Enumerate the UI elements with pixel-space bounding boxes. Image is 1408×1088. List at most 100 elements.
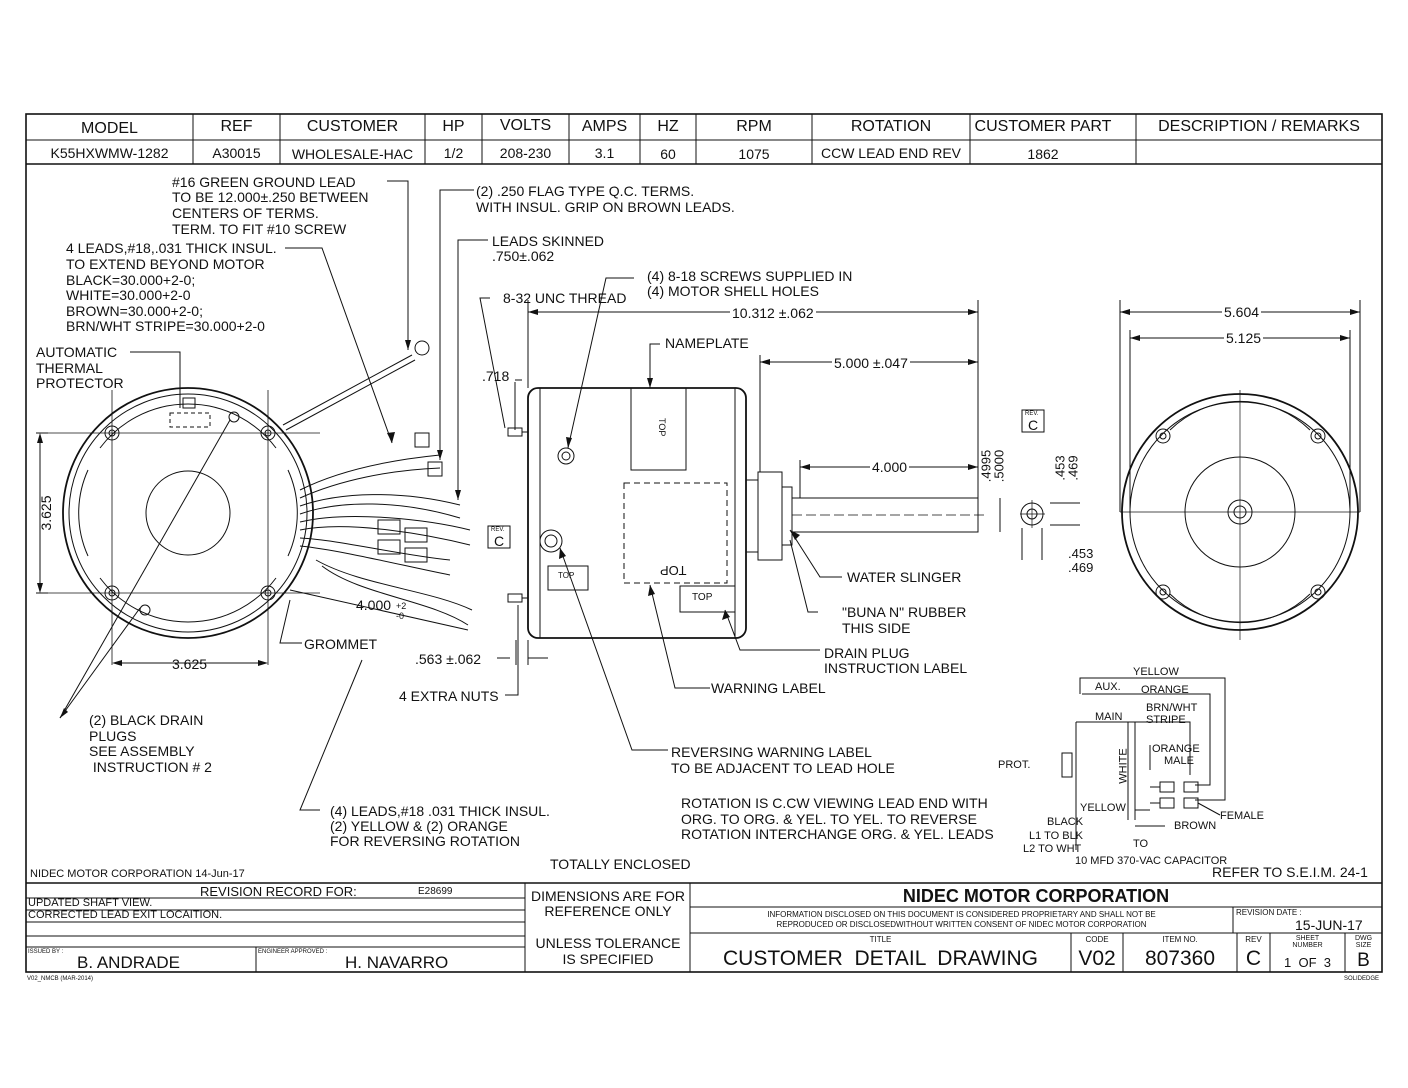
note-flag-2: WITH INSUL. GRIP ON BROWN LEADS. [476, 199, 735, 215]
ecn-number: E28699 [418, 886, 453, 897]
wire-female: FEMALE [1220, 810, 1265, 822]
label-top-nameplate: TOP [657, 418, 667, 437]
value-model: K55HXWMW-1282 [50, 145, 169, 161]
unless-1: UNLESS TOLERANCE [535, 935, 681, 951]
note-reversing-2: TO BE ADJACENT TO LEAD HOLE [671, 760, 895, 776]
dim-563: .563 ±.062 [415, 651, 482, 667]
dwg-size: B [1357, 950, 1370, 971]
disclaimer-1: INFORMATION DISCLOSED ON THIS DOCUMENT I… [767, 910, 1156, 919]
revision-date: 15-JUN-17 [1295, 917, 1363, 933]
header-hz: HZ [657, 118, 679, 135]
value-rpm: 1075 [738, 146, 770, 162]
wire-main: MAIN [1095, 711, 1123, 723]
dim-3625-vertical: 3.625 [38, 495, 54, 531]
footer-template: V02_NMCB (MAR-2014) [27, 976, 94, 982]
dims-ref-1: DIMENSIONS ARE FOR [530, 888, 686, 904]
note-rotation-1: ROTATION IS C.CW VIEWING LEAD END WITH [681, 795, 988, 811]
value-amps: 3.1 [594, 145, 615, 161]
note-leads-2: TO EXTEND BEYOND MOTOR [66, 256, 265, 272]
note-skinned-1: LEADS SKINNED [492, 233, 605, 249]
engineer: H. NAVARRO [345, 953, 449, 972]
value-hz: 60 [660, 146, 676, 162]
value-volts: 208-230 [499, 145, 552, 161]
dim-4000-shaft: 4.000 [870, 459, 910, 475]
rev-marker-label-2: REV. [1025, 411, 1039, 417]
note-flag-1: (2) .250 FLAG TYPE Q.C. TERMS. [476, 183, 695, 199]
sheet-label-1: SHEET [1295, 935, 1320, 942]
label-top-mirrored: TOP [660, 563, 687, 578]
rev-marker-label-1: REV. [491, 527, 505, 533]
note-rotation-2: ORG. TO ORG. & YEL. TO YEL. TO REVERSE [681, 811, 977, 827]
note-ground-lead-2: TO BE 12.000±.250 BETWEEN [172, 189, 369, 205]
wire-orange: ORANGE [1141, 684, 1189, 696]
value-customer: WHOLESALE-HAC [291, 146, 414, 162]
wire-prot: PROT. [998, 759, 1031, 771]
label-top-small: TOP [558, 571, 575, 580]
dim-4000-tol-minus: -0 [396, 611, 405, 621]
dim-453: .453 [1068, 546, 1094, 561]
revision-1: UPDATED SHAFT VIEW. [28, 897, 153, 909]
note-protector-2: THERMAL [36, 360, 103, 376]
wire-brn-wht-2: STRIPE [1146, 714, 1186, 726]
sheet-label-2: NUMBER [1292, 942, 1323, 949]
note-buna-2: THIS SIDE [842, 620, 911, 636]
header-rpm: RPM [736, 118, 772, 135]
note-grommet: GROMMET [304, 636, 378, 652]
note-skinned-2: .750±.062 [492, 248, 555, 264]
corp-date: NIDEC MOTOR CORPORATION 14-Jun-17 [30, 868, 245, 880]
header-ref: REF [220, 118, 253, 135]
value-rotation: CCW LEAD END REV [820, 145, 962, 161]
header-hp: HP [442, 118, 465, 135]
issued-by-label: ISSUED BY : [28, 949, 64, 955]
wire-to: TO [1133, 838, 1149, 850]
header-model: MODEL [81, 120, 138, 137]
note-extra-nuts: 4 EXTRA NUTS [399, 688, 499, 704]
dim-5604: 5.604 [1222, 304, 1262, 320]
dim-5000: 5.000 ±.047 [832, 355, 910, 371]
code-label: CODE [1085, 935, 1109, 944]
header-customer-part: CUSTOMER PART [974, 118, 1112, 135]
note-leads-4: WHITE=30.000+2-0 [66, 287, 191, 303]
header-amps: AMPS [581, 118, 628, 135]
wire-l2: L2 TO WHT [1023, 843, 1082, 855]
note-ground-lead-1: #16 GREEN GROUND LEAD [172, 174, 356, 190]
note-buna-1: "BUNA N" RUBBER [842, 604, 967, 620]
note-rev-leads-2: (2) YELLOW & (2) ORANGE [330, 818, 508, 834]
note-drain-plug-2: INSTRUCTION LABEL [824, 660, 968, 676]
note-nameplate: NAMEPLATE [665, 335, 749, 351]
code: V02 [1078, 947, 1116, 970]
dim-3625-horizontal: 3.625 [172, 656, 208, 672]
header-rotation: ROTATION [850, 118, 932, 135]
unless-2: IS SPECIFIED [562, 951, 654, 967]
drawing-title: CUSTOMER DETAIL DRAWING [722, 947, 1039, 970]
note-protector-1: AUTOMATIC [36, 344, 118, 360]
dwg-size-label-2: SIZE [1355, 942, 1372, 949]
label-top-warning: TOP [692, 592, 713, 603]
value-customer-part: 1862 [1027, 146, 1059, 162]
revision-record-label: REVISION RECORD FOR: [200, 884, 357, 899]
note-ground-lead-4: TERM. TO FIT #10 SCREW [172, 221, 347, 237]
wire-aux: AUX. [1095, 681, 1121, 693]
note-drain-plugs-1: (2) BLACK DRAIN [89, 712, 204, 728]
rev-marker-2: C [1028, 417, 1039, 433]
dim-5125: 5.125 [1224, 330, 1264, 346]
wire-yellow-2: YELLOW [1080, 802, 1126, 814]
dim-4000-tol-plus: +2 [396, 601, 407, 611]
header-volts: VOLTS [499, 117, 552, 134]
note-rev-leads-3: FOR REVERSING ROTATION [330, 833, 521, 849]
wire-black: BLACK [1047, 816, 1084, 828]
note-drain-plug-1: DRAIN PLUG [824, 645, 910, 661]
item-label: ITEM NO. [1162, 935, 1198, 944]
dim-5000b: .5000 [991, 449, 1007, 483]
note-totally-enclosed: TOTALLY ENCLOSED [550, 856, 691, 872]
header-customer: CUSTOMER [306, 118, 399, 135]
value-ref: A30015 [212, 145, 261, 161]
note-screws-2: (4) MOTOR SHELL HOLES [647, 283, 819, 299]
rev-label: REV [1245, 935, 1262, 944]
title-label: TITLE [869, 935, 892, 944]
dims-ref-2: REFERENCE ONLY [544, 903, 672, 919]
note-rev-leads-1: (4) LEADS,#18 .031 THICK INSUL. [330, 803, 550, 819]
wire-l1: L1 TO BLK [1029, 830, 1084, 842]
issued-by: B. ANDRADE [77, 953, 180, 972]
